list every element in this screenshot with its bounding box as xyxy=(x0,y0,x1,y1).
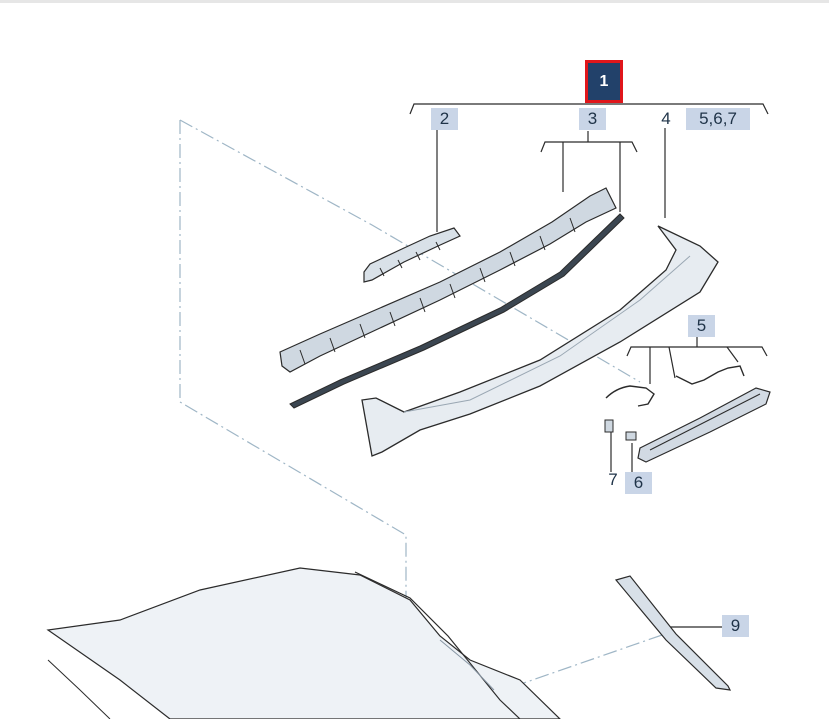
part-5-brake-light xyxy=(605,365,771,463)
part-3-rail xyxy=(279,187,625,409)
parts-6-7-fasteners xyxy=(604,419,637,441)
vehicle-body xyxy=(46,567,561,719)
part-2-bracket xyxy=(363,227,461,283)
callout-4[interactable]: 4 xyxy=(661,109,671,128)
callout-9[interactable]: 9 xyxy=(722,615,749,637)
callout-1-selected[interactable]: 1 xyxy=(585,60,623,103)
callout-6[interactable]: 6 xyxy=(625,472,652,494)
callout-2[interactable]: 2 xyxy=(431,108,458,130)
callout-7[interactable]: 7 xyxy=(608,470,618,489)
top-border xyxy=(0,0,829,3)
bracket-lines xyxy=(409,103,769,628)
callout-3[interactable]: 3 xyxy=(579,108,606,130)
callout-5-6-7[interactable]: 5,6,7 xyxy=(686,108,750,130)
callout-5[interactable]: 5 xyxy=(688,315,715,337)
part-4-spoiler xyxy=(361,225,719,457)
part-9-trim xyxy=(614,575,732,691)
